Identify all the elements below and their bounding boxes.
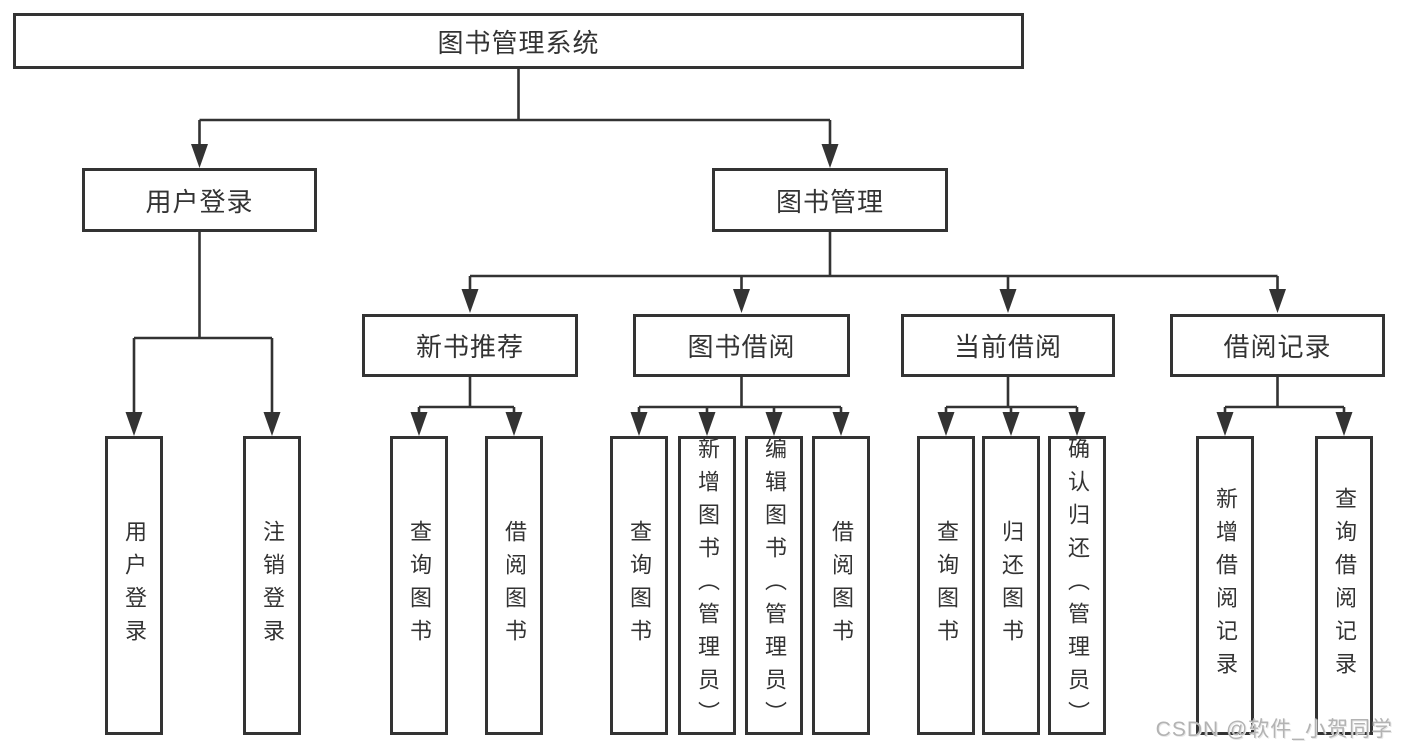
leaf-borrow-add-books-admin-label: 新增图书（管理员） bbox=[695, 437, 720, 734]
leaf-borrow-edit-books-admin-label: 编辑图书（管理员） bbox=[762, 437, 787, 734]
leaf-user-login: 用户登录 bbox=[105, 436, 163, 735]
leaf-records-add-record: 新增借阅记录 bbox=[1196, 436, 1254, 735]
leaf-logout: 注销登录 bbox=[243, 436, 301, 735]
leaf-borrow-query-books-label: 查询图书 bbox=[627, 519, 652, 652]
leaf-records-query-record-label: 查询借阅记录 bbox=[1332, 486, 1357, 685]
leaf-newrec-borrow-books-label: 借阅图书 bbox=[502, 519, 527, 652]
node-current-borrowing-label: 当前借阅 bbox=[953, 332, 1062, 362]
node-library-system-label: 图书管理系统 bbox=[437, 27, 600, 58]
leaf-current-confirm-return-admin: 确认归还（管理员） bbox=[1048, 436, 1106, 735]
node-user-login-label: 用户登录 bbox=[145, 186, 254, 217]
node-new-book-recommendation: 新书推荐 bbox=[362, 314, 578, 377]
leaf-current-return-books-label: 归还图书 bbox=[999, 519, 1024, 652]
node-book-borrowing: 图书借阅 bbox=[633, 314, 850, 377]
leaf-borrow-borrow-books-label: 借阅图书 bbox=[829, 519, 854, 652]
leaf-newrec-borrow-books: 借阅图书 bbox=[485, 436, 543, 735]
node-user-login: 用户登录 bbox=[82, 168, 317, 232]
leaf-newrec-query-books-label: 查询图书 bbox=[407, 519, 432, 652]
csdn-watermark: CSDN @软件_小贺同学 bbox=[1155, 718, 1393, 741]
leaf-current-confirm-return-admin-label: 确认归还（管理员） bbox=[1065, 437, 1090, 734]
node-library-system: 图书管理系统 bbox=[13, 13, 1024, 69]
leaf-newrec-query-books: 查询图书 bbox=[390, 436, 448, 735]
node-book-management-label: 图书管理 bbox=[775, 186, 884, 217]
leaf-borrow-add-books-admin: 新增图书（管理员） bbox=[678, 436, 736, 735]
leaf-borrow-borrow-books: 借阅图书 bbox=[812, 436, 870, 735]
arrowheads bbox=[125, 144, 1353, 436]
leaf-current-query-books-label: 查询图书 bbox=[934, 519, 959, 652]
node-new-book-recommendation-label: 新书推荐 bbox=[415, 332, 524, 362]
leaf-logout-label: 注销登录 bbox=[260, 519, 285, 652]
leaf-current-return-books: 归还图书 bbox=[982, 436, 1040, 735]
node-borrowing-records: 借阅记录 bbox=[1170, 314, 1385, 377]
leaf-borrow-edit-books-admin: 编辑图书（管理员） bbox=[745, 436, 803, 735]
node-book-borrowing-label: 图书借阅 bbox=[687, 332, 796, 362]
node-book-management: 图书管理 bbox=[712, 168, 948, 232]
node-current-borrowing: 当前借阅 bbox=[901, 314, 1115, 377]
node-borrowing-records-label: 借阅记录 bbox=[1223, 332, 1332, 362]
leaf-borrow-query-books: 查询图书 bbox=[610, 436, 668, 735]
leaf-user-login-label: 用户登录 bbox=[122, 519, 147, 652]
leaf-current-query-books: 查询图书 bbox=[917, 436, 975, 735]
leaf-records-add-record-label: 新增借阅记录 bbox=[1213, 486, 1238, 685]
leaf-records-query-record: 查询借阅记录 bbox=[1315, 436, 1373, 735]
